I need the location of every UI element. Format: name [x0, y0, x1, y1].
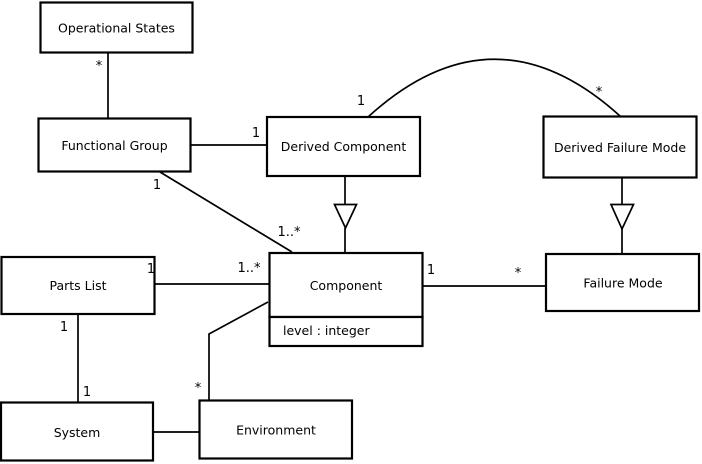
- class-box-functional-group: Functional Group: [37, 117, 192, 173]
- generalization-triangle-icon: [333, 203, 358, 231]
- class-box-derived-component: Derived Component: [265, 115, 422, 178]
- class-rect: [265, 115, 422, 178]
- class-name: Component: [310, 278, 383, 293]
- class-box-system: System: [0, 401, 155, 462]
- multiplicity-label: 1: [60, 320, 68, 335]
- class-attribute: level : integer: [283, 323, 370, 338]
- class-rect: [268, 251, 424, 319]
- generalization-derived-component-to-component: [333, 176, 358, 253]
- multiplicity-label: *: [515, 266, 522, 281]
- class-box-derived-failure-mode: Derived Failure Mode: [542, 115, 698, 179]
- class-box-operational-states: Operational States: [39, 1, 194, 54]
- class-box-component: Component level : integer: [268, 251, 424, 348]
- multiplicity-label: 1: [357, 94, 365, 109]
- multiplicity-label: 1: [147, 262, 155, 277]
- multiplicity-label: *: [96, 59, 103, 74]
- class-rect: [39, 1, 194, 54]
- association-functional-group-component: [159, 171, 293, 253]
- multiplicity-label: *: [596, 85, 603, 100]
- class-rect: [198, 399, 354, 460]
- multiplicity-label: *: [195, 381, 202, 396]
- class-name: Derived Failure Mode: [554, 140, 686, 155]
- class-box-parts-list: Parts List: [0, 255, 156, 316]
- multiplicity-label: 1: [153, 178, 161, 193]
- class-rect: [544, 252, 701, 313]
- multiplicity-label: 1..*: [237, 261, 261, 276]
- class-rect: [37, 117, 192, 173]
- class-box-environment: Environment: [198, 399, 354, 460]
- multiplicity-label: 1: [252, 126, 260, 141]
- class-rect: [0, 401, 155, 462]
- class-name: Environment: [236, 423, 316, 438]
- multiplicity-label: 1: [427, 263, 435, 278]
- class-box-failure-mode: Failure Mode: [544, 252, 701, 313]
- class-name: System: [54, 425, 101, 440]
- multiplicity-label: 1..*: [277, 225, 301, 240]
- class-name: Operational States: [58, 21, 175, 36]
- generalization-triangle-icon: [609, 203, 635, 232]
- multiplicity-label: 1: [83, 385, 91, 400]
- class-name: Functional Group: [61, 138, 167, 153]
- association-derived-component-derived-failure-mode-arc: [367, 58, 621, 118]
- class-name: Failure Mode: [583, 276, 662, 291]
- class-name: Parts List: [49, 278, 106, 293]
- class-rect: [0, 255, 156, 316]
- class-attributes-compartment: [268, 315, 424, 348]
- class-name: Derived Component: [281, 139, 407, 154]
- generalization-derived-failure-mode-to-failure-mode: [609, 178, 635, 254]
- class-rect: [542, 115, 698, 179]
- association-component-environment: [208, 301, 269, 401]
